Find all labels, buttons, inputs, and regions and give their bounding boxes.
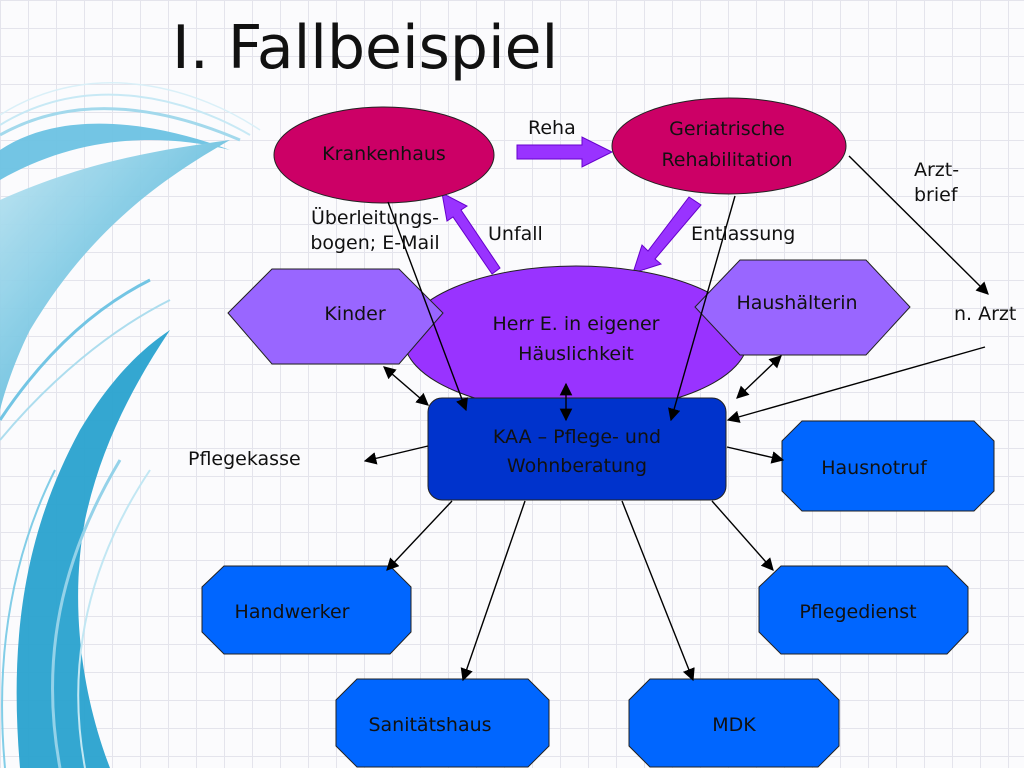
herr-label-line1: Herr E. in eigener <box>492 313 659 335</box>
kaa-to-handwerker-arrow <box>386 500 453 571</box>
kaa-label-line1: KAA – Pflege- und <box>493 426 661 448</box>
krankenhaus-label: Krankenhaus <box>322 143 446 165</box>
kaa-node: KAA – Pflege- und Wohnberatung <box>427 397 727 501</box>
haushaelterin-kaa-arrow <box>736 355 782 399</box>
geriatrie-label-line1: Geriatrische <box>669 118 785 140</box>
handwerker-label: Handwerker <box>235 601 350 623</box>
haushaelterin-node: Haushälterin <box>694 259 911 356</box>
arzt-to-kaa-arrow <box>726 346 986 423</box>
connector-arrows <box>363 155 989 682</box>
kaa-to-mdk-arrow <box>621 500 695 682</box>
pflegedienst-node: Pflegedienst <box>758 565 969 655</box>
herr-label-line2: Häuslichkeit <box>518 343 634 365</box>
ueberleitung-label: Überleitungs- bogen; E-Mail <box>310 207 440 254</box>
geriatrie-to-kaa-arrow <box>668 195 736 422</box>
unfall-label: Unfall <box>488 223 543 245</box>
kaa-to-hausnotruf-arrow <box>726 446 785 464</box>
arztbrief-label: Arzt- brief <box>914 159 960 206</box>
unfall-block-arrow <box>441 192 501 275</box>
sanitaetshaus-node: Sanitätshaus <box>335 678 550 768</box>
geriatrie-node: Geriatrische Rehabilitation <box>611 97 847 195</box>
arztbrief-arrow <box>848 155 989 295</box>
pflegekasse-label: Pflegekasse <box>188 448 301 470</box>
entlassung-block-arrow <box>632 196 702 274</box>
kaa-to-pflegekasse-arrow <box>363 445 429 465</box>
haushaelterin-label: Haushälterin <box>736 292 857 314</box>
kinder-kaa-arrow <box>383 366 429 406</box>
decorative-swirl <box>0 82 261 768</box>
herr-node: Herr E. in eigener Häuslichkeit <box>403 265 749 413</box>
mdk-label: MDK <box>712 714 756 736</box>
hausnotruf-label: Hausnotruf <box>821 457 928 479</box>
kinder-node: Kinder <box>227 268 444 365</box>
geriatrie-label-line2: Rehabilitation <box>661 149 792 171</box>
slide-title: I. Fallbeispiel <box>172 13 559 83</box>
mdk-node: MDK <box>628 678 840 768</box>
reha-label: Reha <box>528 117 576 139</box>
reha-block-arrow <box>516 136 614 168</box>
kaa-to-sanitaetshaus-arrow <box>460 500 526 682</box>
krankenhaus-to-kaa-arrow <box>387 201 468 412</box>
kaa-to-pflegedienst-arrow <box>711 500 774 571</box>
pflegedienst-label: Pflegedienst <box>799 601 916 623</box>
handwerker-node: Handwerker <box>201 565 412 655</box>
n-arzt-label: n. Arzt <box>954 303 1017 325</box>
krankenhaus-node: Krankenhaus <box>273 106 495 204</box>
sanitaetshaus-label: Sanitätshaus <box>368 714 491 736</box>
kaa-label-line2: Wohnberatung <box>507 455 647 477</box>
kinder-label: Kinder <box>324 303 386 325</box>
hausnotruf-node: Hausnotruf <box>781 420 995 512</box>
entlassung-label: Entlassung <box>691 223 796 245</box>
